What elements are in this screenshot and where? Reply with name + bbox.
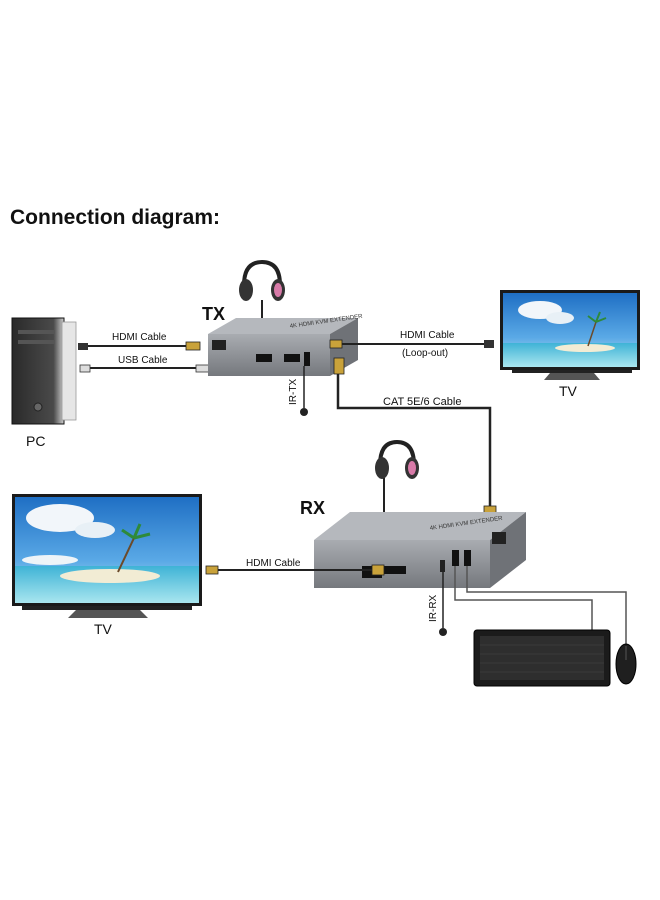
headphones-icon xyxy=(239,259,285,322)
hdmi-loop-label: HDMI Cable xyxy=(400,330,455,341)
tx-label: TX xyxy=(202,304,225,324)
loop-out-cable xyxy=(329,339,494,349)
cat-cable xyxy=(333,357,497,525)
hdmi-cable-pc-label: HDMI Cable xyxy=(112,332,167,343)
headphones-icon xyxy=(375,439,419,516)
tv-icon xyxy=(12,494,202,618)
rx-hdmi-cable xyxy=(205,564,385,576)
tv-left-label: TV xyxy=(94,621,113,637)
rx-label: RX xyxy=(300,498,325,518)
ir-tx-label: IR-TX xyxy=(288,379,299,405)
keyboard-icon xyxy=(473,629,611,687)
pc-tower-icon xyxy=(11,317,77,425)
tv-top-label: TV xyxy=(559,383,578,399)
usb-cable-pc-label: USB Cable xyxy=(118,355,168,366)
hdmi-cable-rx-label: HDMI Cable xyxy=(246,558,301,569)
loop-out-label: (Loop-out) xyxy=(402,348,448,359)
cat-cable-label: CAT 5E/6 Cable xyxy=(383,396,461,408)
page-title: Connection diagram: xyxy=(10,206,221,229)
tx-device: 4K HDMI KVM EXTENDER xyxy=(208,314,364,376)
rx-device: 4K HDMI KVM EXTENDER xyxy=(314,512,526,588)
ir-sensor-icon xyxy=(300,408,308,416)
pc-label: PC xyxy=(26,433,45,449)
usb-peripheral-cables xyxy=(454,566,627,645)
mouse-icon xyxy=(615,643,637,685)
ir-rx-label: IR-RX xyxy=(428,594,439,622)
tv-icon xyxy=(500,290,640,380)
ir-sensor-icon xyxy=(439,628,447,636)
